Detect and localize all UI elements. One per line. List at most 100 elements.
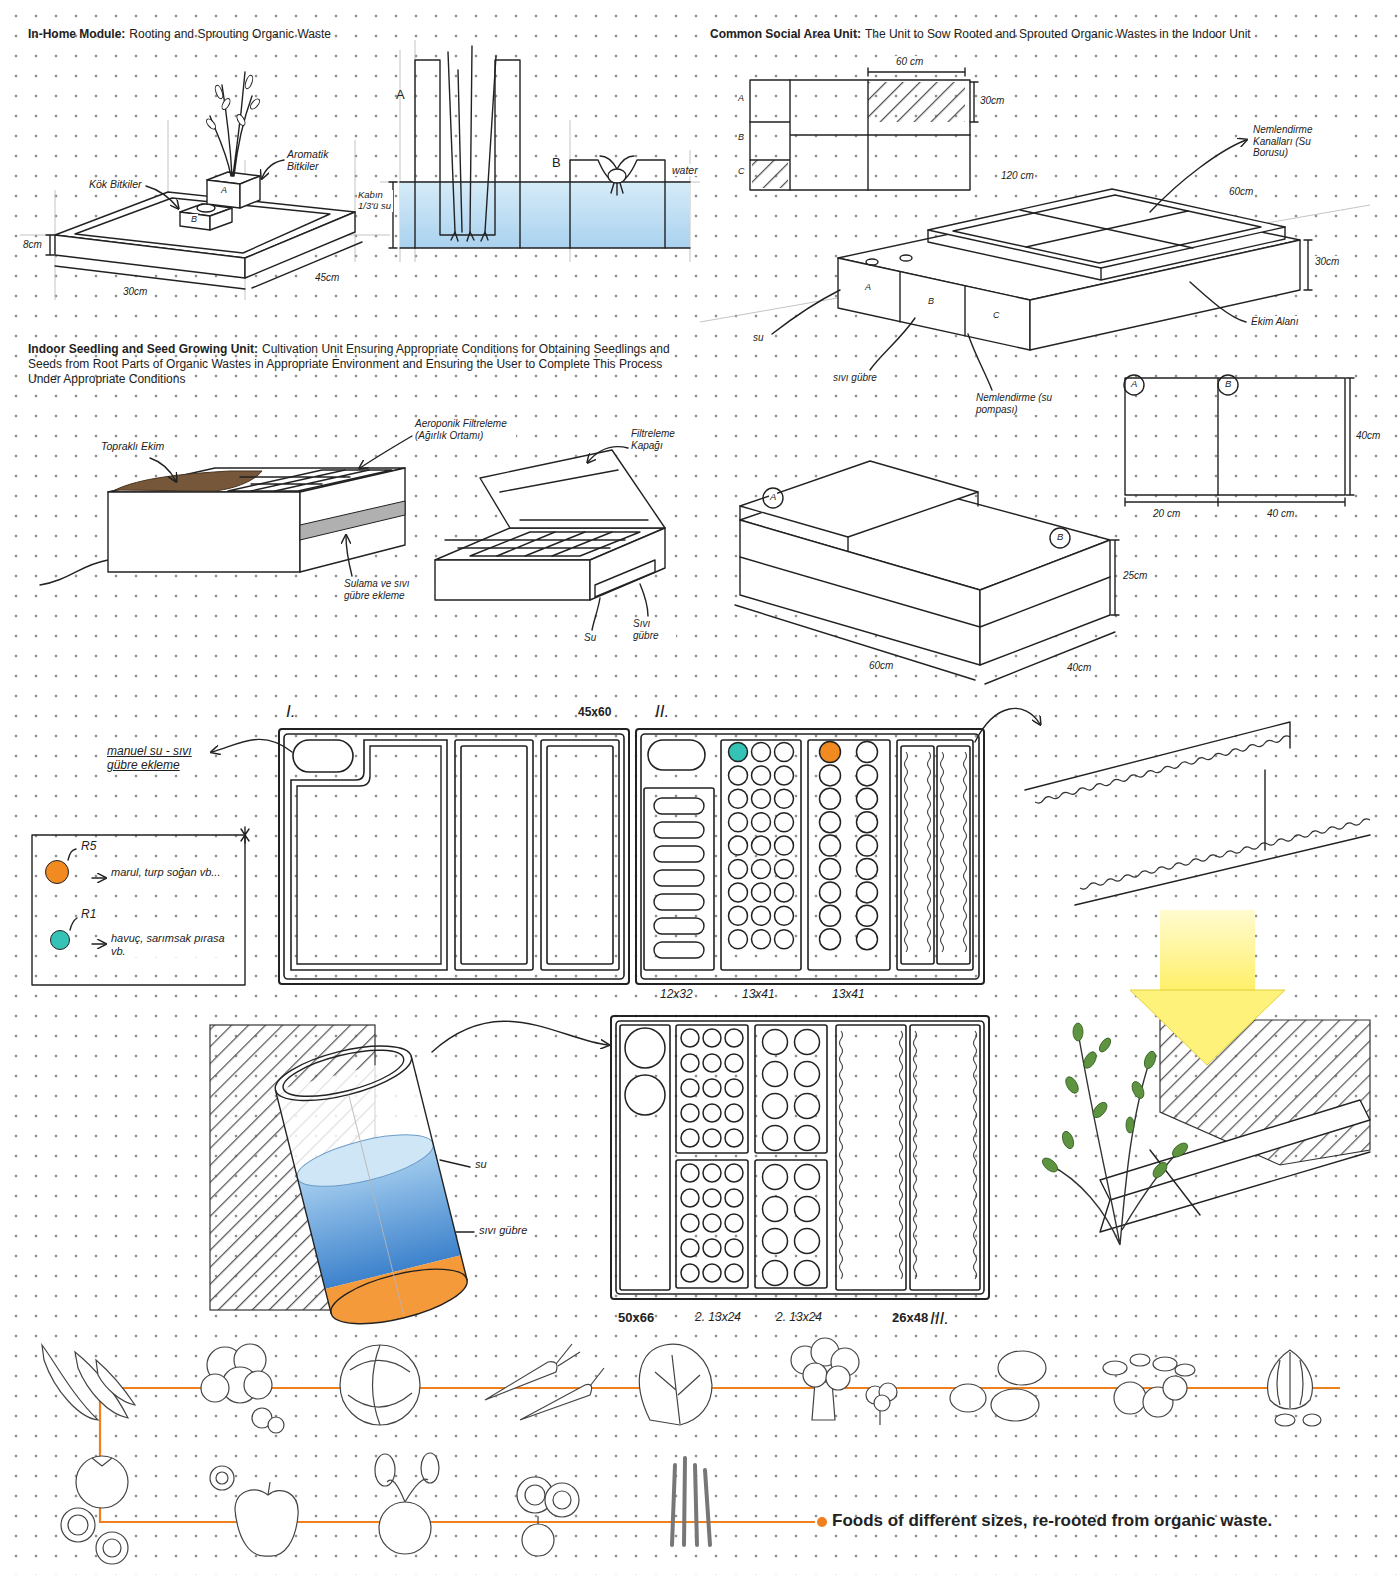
compartment — [620, 1025, 670, 1290]
planting-hole — [795, 1030, 820, 1055]
planting-hole — [775, 789, 794, 808]
planting-hole — [703, 1189, 721, 1207]
vegetable-chain — [201, 1374, 229, 1402]
planting-hole — [763, 1094, 788, 1119]
legend-text: R1 — [80, 908, 97, 922]
vegetable-chain — [387, 1479, 428, 1502]
common-unit-box — [838, 258, 1030, 350]
annotation-label: 40 cm — [1266, 508, 1295, 520]
planting-hole — [857, 905, 878, 926]
seedling-unit-right — [1124, 375, 1144, 395]
heading-title: Indoor Seedling and Seed Growing Unit: — [28, 342, 258, 356]
vegetable-chain — [950, 1384, 986, 1412]
planting-hole — [763, 1197, 788, 1222]
planting-hole — [703, 1239, 721, 1257]
tray-rim — [284, 734, 624, 979]
annotation-label: B — [190, 214, 198, 224]
planting-hole — [752, 743, 771, 762]
section-heading: Indoor Seedling and Seed Growing Unit:Cu… — [28, 342, 698, 387]
seedling-unit-right — [1125, 378, 1354, 506]
reservoir-sketch — [270, 1035, 416, 1112]
vegetable-chain — [96, 1532, 128, 1564]
vegetable-chain — [1163, 1376, 1187, 1400]
planting-hole — [729, 813, 748, 832]
annotation-label: Aromatik Bitkiler — [286, 148, 350, 172]
dimension-label: 13x41 — [742, 988, 775, 1002]
annotation-label: 60cm — [1228, 186, 1254, 198]
planting-hole — [725, 1029, 743, 1047]
dimension-label: Foods of different sizes, re-rooted from… — [832, 1511, 1272, 1531]
light-arrow — [1060, 1130, 1076, 1150]
rooting-section — [448, 46, 496, 232]
planting-hole — [703, 1164, 721, 1182]
annotation-label: havuç, sarımsak pırasa vb. — [110, 932, 227, 957]
annotation-label: Nemlendirme Kanalları (Su Borusu) — [1252, 124, 1346, 159]
compartment — [897, 740, 973, 970]
annotation-label: Ekim Alanı — [1250, 316, 1304, 328]
legend-swatch — [45, 860, 69, 884]
planting-hole — [681, 1239, 699, 1257]
vegetable-chain — [103, 1539, 121, 1557]
seedling-unit-left — [40, 436, 412, 585]
vegetable-chain — [520, 1384, 592, 1420]
dimension-label: 13x41 — [832, 988, 865, 1002]
leader-line — [212, 739, 292, 752]
planting-hole — [681, 1264, 699, 1282]
planting-hole — [725, 1189, 743, 1207]
vegetable-chain — [553, 1491, 571, 1509]
heading-description: Rooting and Sprouting Organic Waste — [129, 27, 331, 41]
planting-hole — [681, 1214, 699, 1232]
seedling-unit-middle — [480, 450, 665, 528]
heading-title: Common Social Area Unit: — [710, 27, 861, 41]
planting-hole — [820, 765, 841, 786]
legend-box — [68, 849, 76, 860]
planting-hole — [729, 836, 748, 855]
seedling-unit-left — [228, 470, 392, 491]
reservoir-sketch — [456, 1231, 474, 1232]
rooting-section — [608, 169, 626, 183]
planting-hole — [820, 742, 841, 763]
planting-hole — [775, 836, 794, 855]
rooting-section — [389, 46, 690, 248]
heading-description: The Unit to Sow Rooted and Sprouted Orga… — [865, 27, 1251, 41]
seedling-unit-middle — [592, 598, 600, 630]
annotation-label: C — [992, 310, 1001, 320]
dimension-label: 45x60 — [578, 706, 611, 720]
seedling-unit-right — [735, 375, 1354, 684]
legend-box — [241, 827, 249, 843]
tray-plan: II. — [635, 728, 985, 985]
vegetable-chain — [803, 1363, 827, 1387]
light-arrow — [1090, 1100, 1109, 1120]
planting-slot — [654, 798, 704, 814]
planting-hole — [681, 1104, 699, 1122]
compartment — [541, 740, 619, 970]
planting-hole — [703, 1264, 721, 1282]
strip-bed — [836, 1025, 906, 1290]
planting-hole — [703, 1029, 721, 1047]
dimension-label: 2. 13x24 — [695, 1311, 741, 1325]
planting-hole — [820, 812, 841, 833]
seedling-unit-right — [1050, 528, 1070, 548]
construction-lines — [20, 40, 700, 300]
compartment — [291, 740, 447, 970]
common-unit-box — [1190, 282, 1246, 322]
seedling-unit-right — [740, 557, 1110, 627]
common-unit-box — [1150, 140, 1246, 212]
tray-details — [284, 734, 1370, 1294]
annotation-label: 30cm — [1314, 256, 1340, 268]
in-home-tray — [262, 160, 284, 178]
wavy-edge — [840, 1031, 903, 1279]
common-unit-plan — [750, 80, 970, 190]
planting-hole — [625, 1028, 665, 1068]
vegetable-chain — [1303, 1414, 1321, 1426]
planting-hole — [795, 1094, 820, 1119]
rooting-section — [415, 60, 520, 248]
planting-hole — [820, 788, 841, 809]
annotation-label: B — [1224, 379, 1232, 390]
annotation-label: 45cm — [314, 272, 340, 284]
annotation-label: A — [864, 282, 872, 292]
light-arrow — [1160, 910, 1255, 990]
planting-hole — [775, 883, 794, 902]
annotation-label: Sulama ve sıvı gübre ekleme — [343, 578, 425, 601]
common-unit-box — [870, 318, 915, 370]
